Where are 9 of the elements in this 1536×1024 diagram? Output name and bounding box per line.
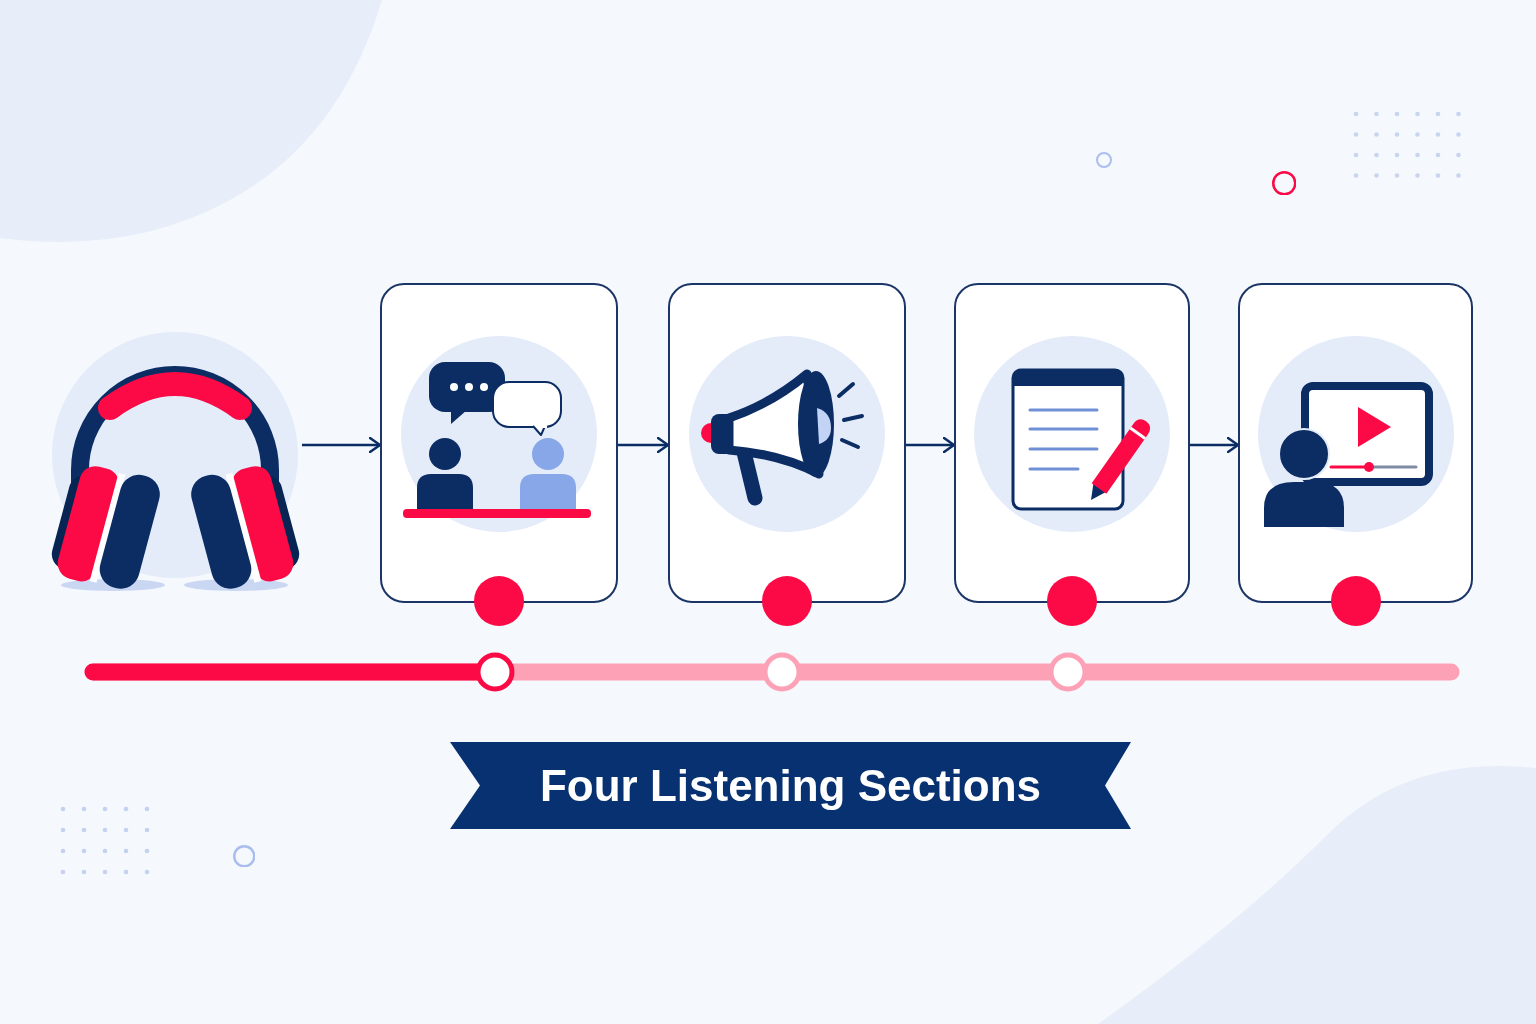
card	[668, 283, 906, 603]
banner-title: Four Listening Sections	[539, 763, 1042, 808]
arrow	[302, 436, 382, 454]
arrow	[906, 436, 956, 454]
card	[954, 283, 1190, 603]
card	[1238, 283, 1473, 603]
arrow	[1190, 436, 1240, 454]
arrow	[618, 436, 670, 454]
card	[380, 283, 618, 603]
